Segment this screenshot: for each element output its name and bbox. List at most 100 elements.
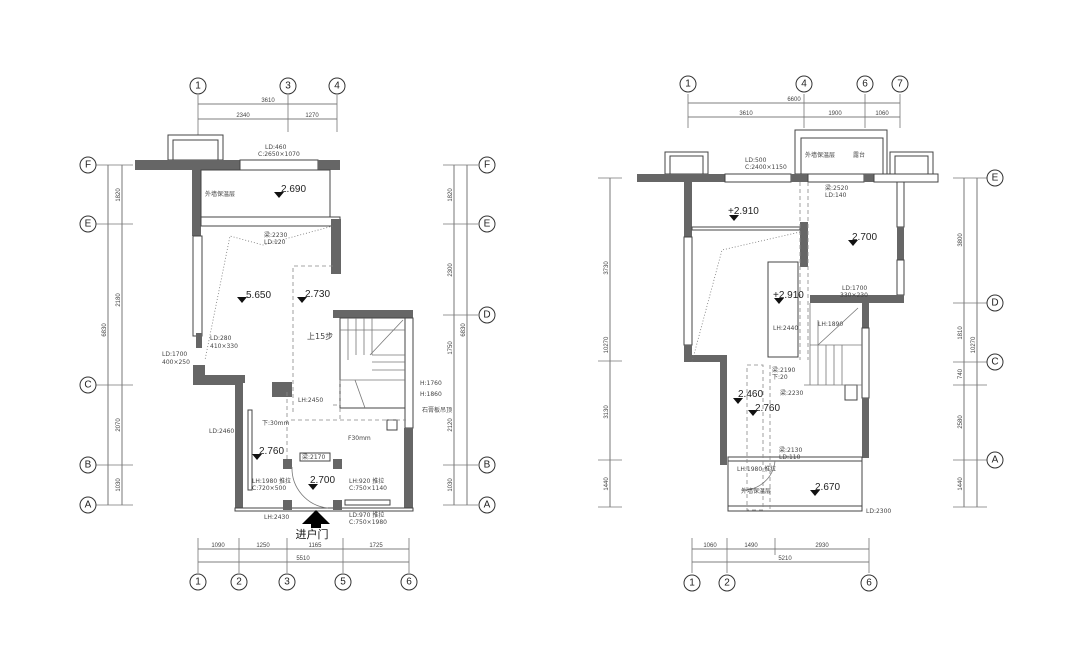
elevation-marker-icon	[733, 398, 743, 404]
axis-bubble	[79, 215, 97, 233]
elevation-marker-icon	[252, 454, 262, 460]
note: LH:1980 推拉	[252, 477, 291, 485]
drawing-line	[691, 226, 801, 231]
axis-label: 1	[195, 81, 201, 92]
axis-bubble	[278, 573, 296, 591]
elevation-label: 2.760	[259, 446, 284, 457]
drawing-line	[200, 216, 341, 227]
note: LD:140	[825, 192, 847, 199]
axis-bubble	[860, 574, 878, 592]
dim-label: 6830	[461, 323, 467, 337]
wall	[791, 174, 808, 182]
note: LD:500	[745, 157, 767, 164]
axis-label: E	[484, 219, 491, 230]
axis-label: 1	[685, 79, 691, 90]
dim-label: 1490	[744, 543, 758, 549]
drawing-line	[817, 307, 859, 346]
drawing-line	[404, 317, 414, 429]
dim-label: 2580	[958, 415, 964, 429]
note: LH:2440	[773, 325, 798, 332]
wall	[684, 345, 727, 465]
dim-label: 1250	[256, 543, 270, 549]
left-bottom-dimensions: 1090 1250 1165 1725 5510 1 2 3 5 6	[189, 538, 418, 591]
axis-label: C	[84, 380, 91, 391]
left-plan-elevations: 2.690 5.650 2.730 2.760 2.700	[237, 184, 335, 490]
drawing-line	[172, 139, 219, 161]
wall	[897, 227, 904, 260]
note: LD:2300	[866, 508, 891, 515]
wall	[331, 219, 341, 274]
axis-label: 6	[406, 577, 412, 588]
note: F30mm	[348, 435, 371, 442]
left-plan-right-dimensions: 6830 1820 2300 1750 2120 1030 F E D B A	[443, 156, 496, 514]
axis-bubble	[189, 77, 207, 95]
dim-label: 1440	[958, 477, 964, 491]
axis-label: F	[484, 160, 490, 171]
dim-label: 10270	[604, 336, 610, 353]
note: 梁:2190	[772, 366, 795, 374]
wall	[810, 295, 904, 303]
dim-label: 1440	[604, 477, 610, 491]
note: LD:1700	[842, 285, 867, 292]
dim-label: 2930	[815, 543, 829, 549]
note: 400×250	[162, 359, 190, 366]
drawing-line	[724, 173, 792, 183]
axis-bubble	[230, 573, 248, 591]
note: 梁:2230	[780, 389, 803, 397]
drawing-line	[386, 419, 398, 431]
elevation-label: +2.910	[728, 206, 759, 217]
drawing-line	[800, 137, 884, 175]
axis-bubble	[679, 75, 697, 93]
note: 梁:2230	[264, 231, 287, 239]
note: 梁:2170	[302, 453, 325, 461]
drawing-line	[291, 466, 329, 509]
note: H:1760	[420, 380, 442, 387]
drawing-line	[311, 524, 321, 528]
axis-bubble	[79, 456, 97, 474]
axis-bubble	[986, 294, 1004, 312]
right-plan-right-dimensions: 10270 3800 1810 740 2580 1440 E D C A	[953, 169, 1004, 508]
axis-label: A	[992, 455, 999, 466]
drawing-line	[354, 379, 366, 409]
note: LH:1980 推拉	[737, 465, 776, 473]
note: 外墙保温层	[205, 190, 235, 198]
elevation-marker-icon	[774, 298, 784, 304]
note: LH:2430	[264, 514, 289, 521]
dim-label: 2120	[448, 418, 454, 432]
dim-label: 2340	[236, 113, 250, 119]
dim-label: 3730	[604, 261, 610, 275]
drawing-line	[807, 173, 865, 183]
wall	[283, 459, 292, 469]
drawing-line	[683, 236, 693, 346]
note: LD:110	[779, 454, 801, 461]
dim-label: 1060	[703, 543, 717, 549]
axis-bubble	[478, 156, 496, 174]
dim-label: 1750	[448, 341, 454, 355]
note: 410×330	[210, 343, 238, 350]
drawing-line	[896, 181, 905, 228]
axis-label: 4	[801, 79, 807, 90]
left-plan-stairs	[340, 318, 405, 409]
axis-bubble	[400, 573, 418, 591]
axis-bubble	[279, 77, 297, 95]
dim-label: 5510	[296, 556, 310, 562]
axis-bubble	[478, 456, 496, 474]
dim-label: 1900	[828, 111, 842, 117]
axis-label: E	[992, 173, 999, 184]
note: C:750×1980	[349, 519, 387, 526]
dim-label: 2300	[448, 263, 454, 277]
dim-label: 740	[958, 368, 964, 379]
drawing-line	[200, 169, 331, 218]
note: LD:2460	[209, 428, 234, 435]
axis-bubble	[478, 306, 496, 324]
wall	[318, 160, 340, 170]
axis-label: 7	[897, 79, 903, 90]
axis-bubble	[718, 574, 736, 592]
right-plan-dashed-lines	[691, 182, 809, 511]
dim-label: 1810	[958, 326, 964, 340]
note: 外墙保温层	[741, 487, 771, 495]
elevation-marker-icon	[729, 215, 739, 221]
wall	[193, 375, 245, 510]
